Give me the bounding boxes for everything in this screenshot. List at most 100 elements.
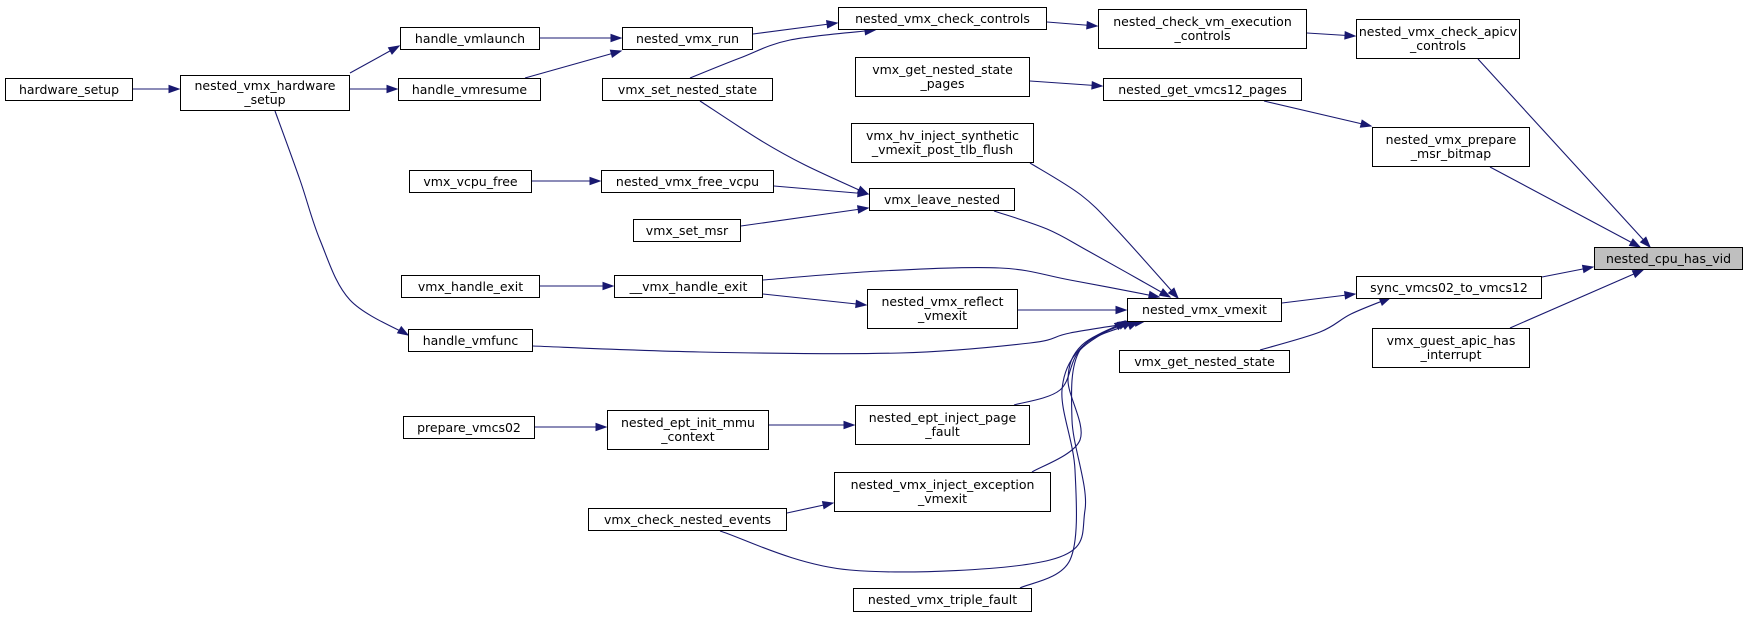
node-label: nested_vmx_check_controls (855, 11, 1030, 26)
node-label: nested_vmx_run (636, 31, 739, 46)
edge-nested_vmx_check_controls-to-nested_check_vm_execution_controls (1046, 20, 1099, 30)
edge-arrowhead (857, 188, 870, 198)
node-label-line: _pages (920, 76, 965, 91)
node-nested_vmx_run[interactable]: nested_vmx_run (622, 27, 753, 50)
node-label-line: hardware_setup (18, 81, 120, 97)
node-nested_vmx_hardware_setup[interactable]: nested_vmx_hardware_setup (180, 75, 350, 111)
node-nested_vmx_free_vcpu[interactable]: nested_vmx_free_vcpu (601, 170, 774, 193)
node-vmx_leave_nested[interactable]: vmx_leave_nested (869, 188, 1015, 211)
node-nested_vmx_inject_exception_vmexit[interactable]: nested_vmx_inject_exception_vmexit (834, 472, 1051, 512)
node-__vmx_handle_exit[interactable]: __vmx_handle_exit (614, 275, 763, 298)
edge-line (1029, 80, 1103, 87)
edge-arrowhead (1115, 305, 1128, 315)
node-label: vmx_vcpu_free (423, 174, 517, 189)
edge-vmx_check_nested_events-to-nested_vmx_inject_exception_vmexit (786, 501, 835, 514)
edge-nested_vmx_run-to-nested_vmx_check_controls (752, 20, 839, 35)
node-label-line: handle_vmfunc (422, 332, 519, 348)
node-nested_vmx_prepare_msr_bitmap[interactable]: nested_vmx_prepare_msr_bitmap (1372, 127, 1530, 167)
node-label-line: nested_ept_inject_page (868, 410, 1017, 425)
node-vmx_hv_inject_synthetic_vmexit_post_tlb_flush[interactable]: vmx_hv_inject_synthetic_vmexit_post_tlb_… (851, 123, 1034, 163)
node-handle_vmresume[interactable]: handle_vmresume (398, 78, 541, 101)
node-label: sync_vmcs02_to_vmcs12 (1370, 280, 1528, 295)
node-label-line: nested_vmx_free_vcpu (615, 173, 760, 189)
node-nested_vmx_triple_fault[interactable]: nested_vmx_triple_fault (853, 588, 1032, 612)
edge-line (1029, 162, 1179, 299)
node-label: nested_vmx_vmexit (1142, 303, 1267, 317)
edge-arrowhead (1158, 288, 1172, 298)
edge-vmx_vcpu_free-to-nested_vmx_free_vcpu (532, 176, 602, 186)
node-label: nested_vmx_prepare_msr_bitmap (1386, 133, 1517, 161)
node-vmx_get_nested_state_pages[interactable]: vmx_get_nested_state_pages (855, 57, 1030, 97)
node-nested_vmx_check_controls[interactable]: nested_vmx_check_controls (838, 7, 1047, 30)
edge-nested_vmx_prepare_msr_bitmap-to-nested_cpu_has_vid (1489, 166, 1642, 248)
node-vmx_guest_apic_has_interrupt[interactable]: vmx_guest_apic_has_interrupt (1372, 328, 1530, 368)
edge-arrowhead (1581, 264, 1595, 274)
edge-vmx_check_nested_events-to-nested_vmx_vmexit (719, 320, 1134, 573)
node-nested_vmx_reflect_vmexit[interactable]: nested_vmx_reflect_vmexit (867, 289, 1018, 329)
edge-arrowhead (821, 501, 835, 510)
edge-line (1509, 269, 1644, 329)
node-label: prepare_vmcs02 (417, 420, 521, 435)
edge-line (1263, 100, 1372, 127)
node-nested_vmx_check_apicv_controls[interactable]: nested_vmx_check_apicv_controls (1356, 19, 1520, 59)
node-nested_vmx_vmexit[interactable]: nested_vmx_vmexit (1127, 298, 1282, 322)
edge-vmx_handle_exit-to-__vmx_handle_exit (540, 281, 615, 291)
edge-arrowhead (1091, 80, 1104, 90)
node-label: nested_get_vmcs12_pages (1118, 82, 1287, 97)
node-label-line: handle_vmresume (411, 81, 528, 97)
node-vmx_vcpu_free[interactable]: vmx_vcpu_free (409, 170, 532, 193)
edge-line (699, 100, 869, 195)
edge-nested_vmx_triple_fault-to-nested_vmx_vmexit (1019, 321, 1140, 589)
edge-arrowhead (1628, 238, 1642, 248)
node-label-line: _vmexit (917, 491, 968, 506)
node-label-line: vmx_set_msr (645, 222, 729, 238)
node-label-line: _fault (925, 424, 960, 439)
node-label-line: vmx_leave_nested (883, 191, 1001, 207)
edge-vmx_set_msr-to-vmx_leave_nested (740, 205, 870, 227)
node-nested_check_vm_execution_controls[interactable]: nested_check_vm_execution_controls (1098, 9, 1307, 49)
node-label-line: nested_check_vm_execution (1113, 14, 1292, 29)
edge-line (1013, 320, 1126, 406)
node-label: vmx_get_nested_state (1134, 354, 1275, 369)
node-label: nested_ept_inject_page_fault (869, 411, 1016, 439)
edge-line (993, 210, 1171, 298)
node-handle_vmfunc[interactable]: handle_vmfunc (408, 329, 533, 352)
edge-arrowhead (595, 422, 608, 432)
edge-vmx_guest_apic_has_interrupt-to-nested_cpu_has_vid (1509, 269, 1645, 329)
node-label-line: nested_cpu_has_vid (1605, 250, 1732, 266)
edge-line (524, 50, 622, 79)
node-hardware_setup[interactable]: hardware_setup (5, 78, 133, 101)
node-label-line: vmx_get_nested_state (872, 62, 1013, 77)
node-label: handle_vmresume (411, 81, 528, 97)
node-vmx_set_msr[interactable]: vmx_set_msr (633, 219, 741, 242)
node-vmx_set_nested_state[interactable]: vmx_set_nested_state (602, 78, 773, 101)
edge-arrowhead (589, 176, 602, 186)
node-vmx_get_nested_state[interactable]: vmx_get_nested_state (1119, 350, 1290, 373)
node-label-line: nested_vmx_prepare (1385, 132, 1517, 147)
node-vmx_check_nested_events[interactable]: vmx_check_nested_events (588, 508, 787, 531)
node-handle_vmlaunch[interactable]: handle_vmlaunch (400, 27, 540, 50)
node-prepare_vmcs02[interactable]: prepare_vmcs02 (403, 416, 535, 439)
edge-vmx_get_nested_state_pages-to-nested_get_vmcs12_pages (1029, 80, 1104, 90)
edge-line (274, 110, 409, 336)
edge-line (762, 293, 867, 306)
node-vmx_handle_exit[interactable]: vmx_handle_exit (401, 275, 540, 298)
node-label-line: vmx_set_nested_state (617, 81, 758, 97)
node-label-line: vmx_check_nested_events (603, 511, 772, 527)
node-label-line: __vmx_handle_exit (629, 278, 748, 294)
edge-arrowhead (168, 84, 181, 94)
node-label: vmx_set_nested_state (617, 81, 758, 97)
node-label: vmx_set_msr (645, 222, 729, 238)
node-nested_ept_inject_page_fault[interactable]: nested_ept_inject_page_fault (855, 405, 1030, 445)
edge-arrowhead (1126, 321, 1140, 331)
edge-nested_check_vm_execution_controls-to-nested_vmx_check_apicv_controls (1306, 31, 1357, 40)
node-nested_cpu_has_vid[interactable]: nested_cpu_has_vid (1594, 247, 1743, 270)
node-nested_ept_init_mmu_context[interactable]: nested_ept_init_mmu_context (607, 410, 769, 450)
node-nested_get_vmcs12_pages[interactable]: nested_get_vmcs12_pages (1103, 78, 1302, 101)
edge-line (532, 320, 1146, 355)
node-label: __vmx_handle_exit (629, 278, 748, 294)
edge-hardware_setup-to-nested_vmx_hardware_setup (133, 84, 181, 94)
node-sync_vmcs02_to_vmcs12[interactable]: sync_vmcs02_to_vmcs12 (1356, 276, 1542, 299)
edge-nested_vmx_hardware_setup-to-handle_vmfunc (274, 110, 410, 336)
edge-handle_vmresume-to-nested_vmx_run (524, 49, 623, 79)
